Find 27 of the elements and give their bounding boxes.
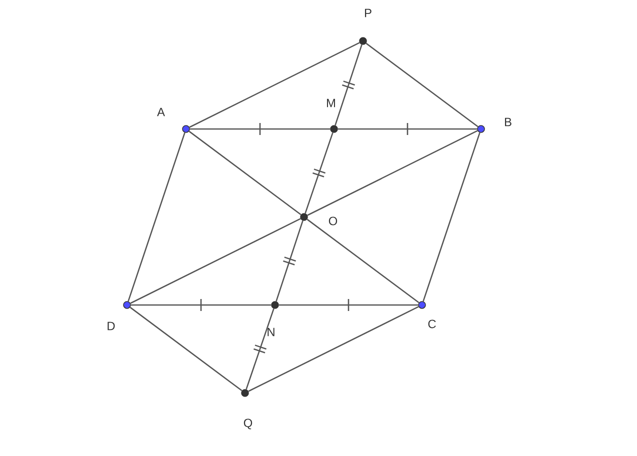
line-segment (338, 128, 478, 130)
point-label: O (328, 216, 338, 226)
line-segment (130, 218, 301, 304)
line-segment (128, 132, 186, 302)
line-segment (130, 306, 242, 392)
line-segment (248, 306, 419, 392)
line-segment (422, 132, 480, 302)
point-label: N (268, 328, 274, 336)
point-label: D (108, 322, 115, 330)
line-segment (130, 304, 272, 306)
line-segment (276, 220, 304, 302)
line-segment (188, 130, 302, 216)
line-segment (246, 308, 274, 390)
line-segment (278, 304, 418, 306)
line-segment (366, 42, 478, 128)
line-segment (307, 130, 478, 216)
line-segment (306, 218, 420, 304)
point-label: M (327, 98, 335, 108)
point-label: B (505, 118, 512, 126)
line-segment (189, 42, 360, 128)
point-label: Q (244, 418, 252, 430)
line-segment (304, 132, 334, 214)
point-label: C (428, 320, 436, 328)
point-label: P (365, 8, 372, 18)
line-segment (334, 44, 362, 126)
line-segment (190, 128, 330, 130)
point-label: A (157, 108, 165, 116)
